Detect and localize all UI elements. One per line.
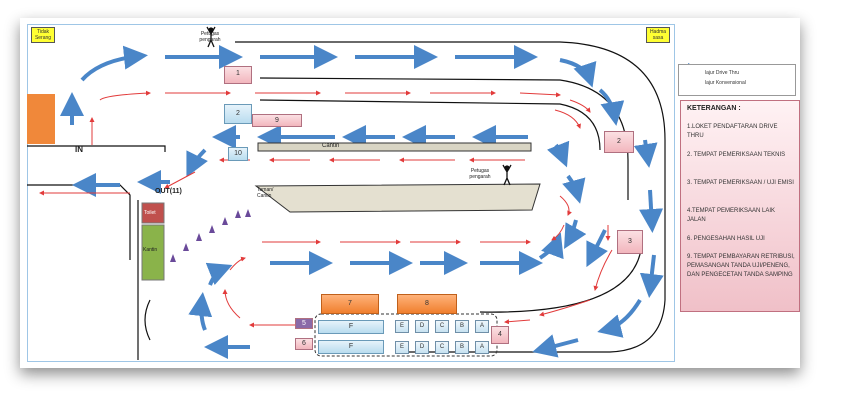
lane-d-bottom: D <box>415 341 429 354</box>
lane-f-top: F <box>318 320 384 334</box>
keterangan-item: 9. TEMPAT PEMBAYARAN RETRIBUSI, PEMASANG… <box>687 254 795 278</box>
lane-c-top: C <box>435 320 449 333</box>
corner-label-left: Tidak Serang <box>31 27 55 43</box>
lane-a-bottom: A <box>475 341 489 354</box>
konvensional-arrows <box>39 90 613 328</box>
lane-e-top: E <box>395 320 409 333</box>
keterangan-item: 1.LOKET PENDAFTARAN DRIVE THRU <box>687 124 778 139</box>
keterangan-title: KETERANGAN : <box>687 105 741 112</box>
station-8: 8 <box>397 294 457 314</box>
lane-group <box>314 313 498 357</box>
taman-label: Taman/ Cantin <box>257 187 274 199</box>
station-9: 9 <box>252 114 302 127</box>
traffic-cones <box>170 209 251 262</box>
exit-label: OUT(11) <box>155 188 182 195</box>
legend-konvensional: lajur Konvensional <box>705 80 746 86</box>
lane-a-top: A <box>475 320 489 333</box>
lane-d-top: D <box>415 320 429 333</box>
station-7: 7 <box>321 294 379 314</box>
station-6: 6 <box>295 338 313 350</box>
keterangan-item: 4.TEMPAT PEMERIKSAAN LAIK JALAN <box>687 208 776 223</box>
station-2-right: 2 <box>604 131 634 153</box>
lane-b-bottom: B <box>455 341 469 354</box>
officer-icon-2 <box>502 164 512 186</box>
toilet-block <box>141 202 165 224</box>
entry-building <box>27 94 55 144</box>
station-10: 10 <box>228 147 248 161</box>
keterangan-item: 3. TEMPAT PEMERIKSAAN / UJI EMISI <box>687 180 794 186</box>
entry-label: IN <box>75 145 83 154</box>
keterangan-item: 6. PENGESAHAN HASIL UJI <box>687 236 765 242</box>
keterangan-panel: KETERANGAN : 1.LOKET PENDAFTARAN DRIVE T… <box>680 100 800 312</box>
toilet-label: Toilet <box>144 210 156 216</box>
corner-label-right: Hadma sasa <box>646 27 670 43</box>
taman-island <box>254 183 541 213</box>
legend-drive-thru: lajur Drive Thru <box>705 70 740 76</box>
lane-b-top: B <box>455 320 469 333</box>
lane-c-bottom: C <box>435 341 449 354</box>
keterangan-item: 2. TEMPAT PEMERIKSAAN TEKNIS <box>687 152 786 158</box>
station-4: 4 <box>491 326 509 344</box>
station-2: 2 <box>224 104 252 124</box>
cantin-bar <box>257 142 532 152</box>
lane-f-bottom: F <box>318 340 384 354</box>
legend: lajur Drive Thru lajur Konvensional <box>678 64 796 96</box>
drive-thru-arrows <box>60 45 664 359</box>
cantin-label: Cantin <box>322 143 340 149</box>
outer-track <box>235 41 666 353</box>
kantin-label: Kantin <box>143 247 158 253</box>
officer-icon <box>206 26 216 48</box>
station-3: 3 <box>617 230 643 254</box>
station-5: 5 <box>295 318 313 329</box>
inner-track-2 <box>259 99 601 151</box>
station-1: 1 <box>224 66 252 84</box>
kantin-block <box>141 224 165 281</box>
lane-e-bottom: E <box>395 341 409 354</box>
officer-label-2: Petugas pengarah <box>469 168 491 180</box>
officer-label: Petugas pengarah <box>199 31 221 43</box>
